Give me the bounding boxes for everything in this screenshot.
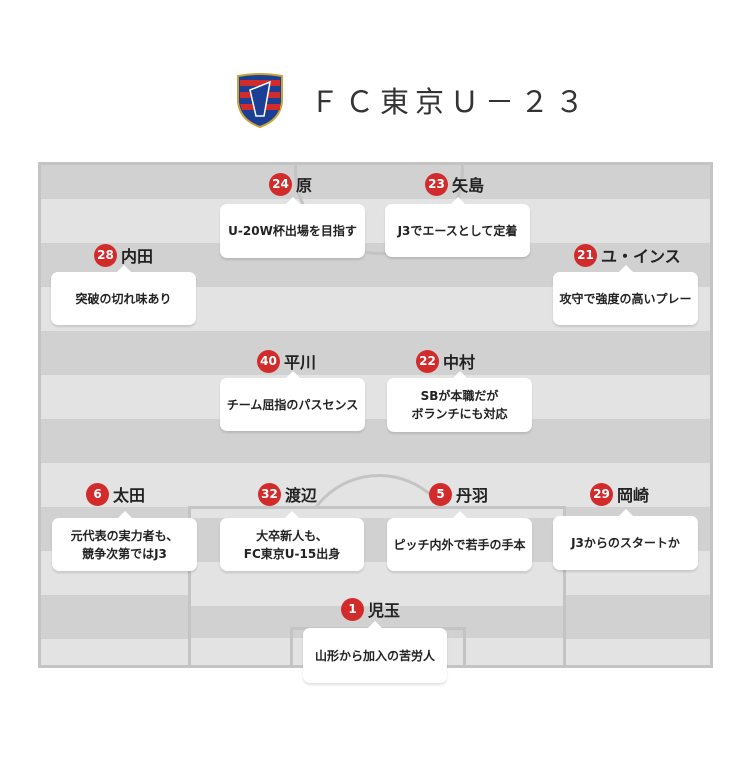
player-name: ユ・インス xyxy=(601,247,681,266)
player-comment-bubble: チーム屈指のパスセンス xyxy=(220,371,365,431)
number-badge: 29 xyxy=(590,482,613,506)
number-badge: 28 xyxy=(94,243,117,267)
player-name: 矢島 xyxy=(452,176,485,195)
number-badge: 6 xyxy=(86,482,109,506)
player-name: 中村 xyxy=(443,353,476,372)
player-comment-bubble: 突破の切れ味あり xyxy=(51,265,196,325)
number-badge: 1 xyxy=(341,597,364,621)
team-title: ＦＣ東京Ｕ－２３ xyxy=(310,85,591,119)
number-badge: 23 xyxy=(425,172,448,196)
player-name: 太田 xyxy=(113,486,146,505)
number-badge: 24 xyxy=(269,172,292,196)
player-name: 原 xyxy=(296,176,313,195)
fc-tokyo-crest-icon xyxy=(237,73,283,128)
player-name: 児玉 xyxy=(368,601,401,620)
player-comment-bubble: J3からのスタートか xyxy=(553,509,698,570)
number-badge: 40 xyxy=(257,349,280,373)
player-name: 平川 xyxy=(284,353,317,372)
player-comment-bubble: ピッチ内外で若手の手本 xyxy=(387,511,532,571)
number-badge: 22 xyxy=(416,349,439,373)
player-comment-bubble: 山形から加入の苦労人 xyxy=(303,621,447,683)
player-name: 岡崎 xyxy=(617,486,650,505)
player-name: 渡辺 xyxy=(285,486,318,505)
player-comment-bubble: 元代表の実力者も、 競争次第ではJ3 xyxy=(52,511,197,571)
player-comment-bubble: U-20W杯出場を目指す xyxy=(220,197,365,258)
player-name: 丹羽 xyxy=(456,486,489,505)
pitch xyxy=(38,162,713,668)
player-comment-bubble: J3でエースとして定着 xyxy=(385,197,530,257)
player-name: 内田 xyxy=(121,247,154,266)
player-comment-bubble: SBが本職だが ボランチにも対応 xyxy=(387,371,532,432)
number-badge: 21 xyxy=(574,243,597,267)
number-badge: 32 xyxy=(258,482,281,506)
number-badge: 5 xyxy=(429,482,452,506)
player-comment-bubble: 攻守で強度の高いプレー xyxy=(553,265,698,325)
page-header: ＦＣ東京Ｕ－２３ xyxy=(236,72,590,128)
player-comment-bubble: 大卒新人も、 FC東京U-15出身 xyxy=(220,511,364,571)
